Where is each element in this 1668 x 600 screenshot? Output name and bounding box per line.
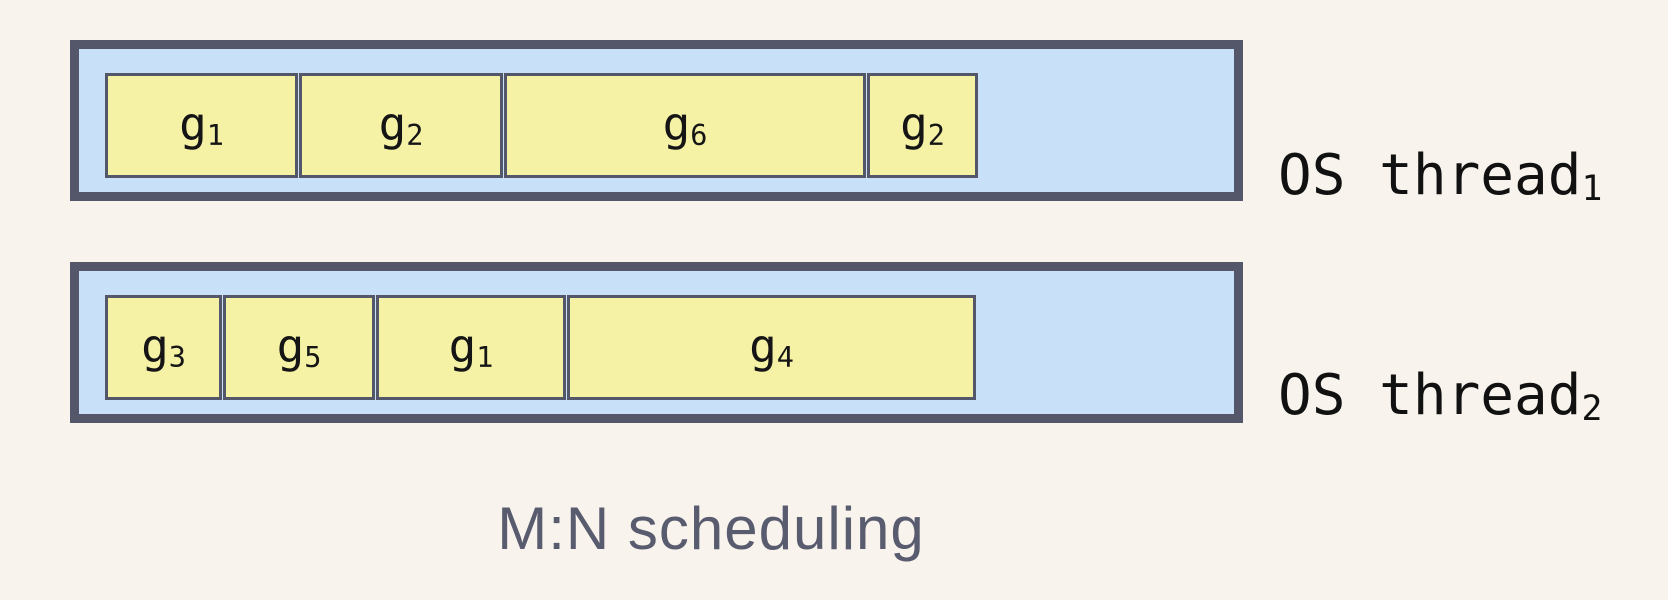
- goroutine-label: g4: [749, 318, 794, 374]
- goroutine-label: g2: [378, 96, 424, 152]
- goroutine-box: g1: [376, 295, 566, 400]
- os-thread-1-bar: g1 g2 g6 g2: [70, 40, 1243, 201]
- goroutine-strip-2: g3 g5 g1 g4: [105, 295, 976, 400]
- goroutine-box: g1: [105, 73, 298, 178]
- goroutine-label: g2: [900, 96, 945, 152]
- os-thread-2-bar: g3 g5 g1 g4: [70, 262, 1243, 423]
- goroutine-label: g3: [141, 318, 186, 374]
- goroutine-strip-1: g1 g2 g6 g2: [105, 73, 978, 178]
- goroutine-box: g3: [105, 295, 222, 400]
- goroutine-label: g1: [179, 96, 224, 152]
- goroutine-box: g2: [867, 73, 978, 178]
- goroutine-box: g5: [223, 295, 375, 400]
- goroutine-box: g2: [299, 73, 503, 178]
- goroutine-label: g6: [662, 96, 708, 152]
- os-thread-2-label: OS thread2: [1278, 363, 1603, 430]
- diagram-caption: M:N scheduling: [497, 495, 925, 562]
- os-thread-1-label: OS thread1: [1278, 143, 1603, 210]
- goroutine-box: g6: [504, 73, 866, 178]
- goroutine-label: g5: [276, 318, 322, 374]
- goroutine-box: g4: [567, 295, 976, 400]
- goroutine-label: g1: [448, 318, 494, 374]
